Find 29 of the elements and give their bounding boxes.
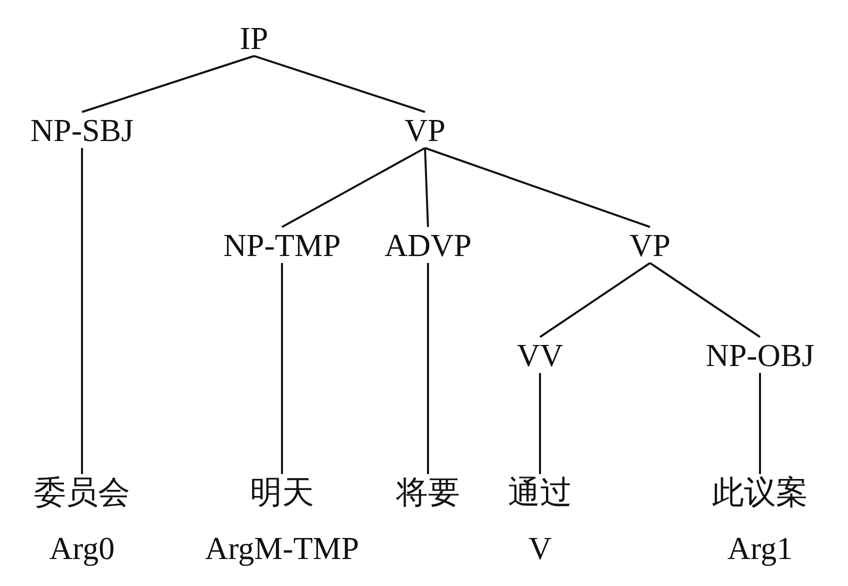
tree-branch <box>82 55 254 113</box>
tree-branch <box>281 263 283 474</box>
role-label: Arg0 <box>49 530 115 566</box>
tree-branch <box>424 148 429 228</box>
role-label: V <box>528 530 552 566</box>
tree-branch <box>539 373 541 474</box>
tree-branch <box>759 373 761 474</box>
role-label: Arg1 <box>727 530 793 566</box>
role-label: ArgM-TMP <box>204 530 360 566</box>
tree-branch <box>539 262 651 338</box>
phrase-label: NP-TMP <box>223 227 341 263</box>
word-label: 将要 <box>396 474 460 510</box>
tree-branch <box>81 148 83 474</box>
word-label: 委员会 <box>34 474 130 510</box>
phrase-label: IP <box>240 20 268 56</box>
phrase-label: NP-OBJ <box>706 337 814 373</box>
word-label: 通过 <box>508 474 572 510</box>
phrase-label: VV <box>516 337 564 373</box>
tree-branch <box>427 263 429 474</box>
word-label: 此议案 <box>712 474 808 510</box>
tree-branch <box>254 55 426 113</box>
phrase-label: ADVP <box>384 227 472 263</box>
word-label: 明天 <box>250 474 314 510</box>
tree-branch <box>649 262 761 338</box>
phrase-label: VP <box>404 112 446 148</box>
tree-branch <box>282 147 426 228</box>
phrase-label: NP-SBJ <box>30 112 134 148</box>
tree-branch <box>424 147 650 228</box>
phrase-label: VP <box>630 227 670 263</box>
